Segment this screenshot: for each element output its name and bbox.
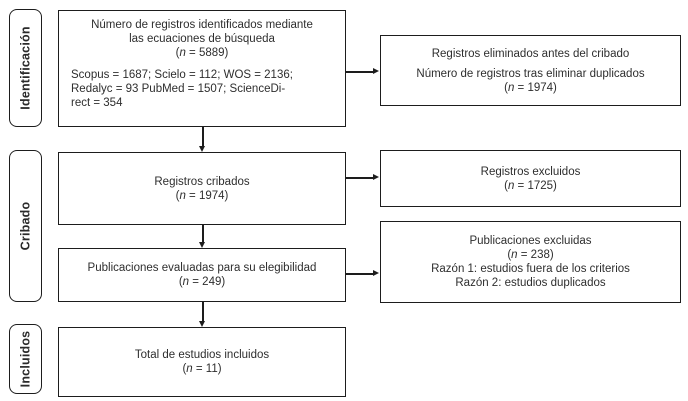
arrow-assessed-to-pubexcluded-line [346,273,373,275]
arrow-right-icon [373,174,379,180]
box-records-identified: Número de registros identificados median… [58,10,346,127]
stage-label-text: Incluidos [18,330,33,388]
stage-label-included: Incluidos [9,324,42,394]
arrow-right-icon [373,68,379,74]
n-count: (n = 1974) [175,189,229,202]
box-publications-excluded: Publicaciones excluidas (n = 238) Razón … [380,221,681,303]
arrow-identified-to-screened-line [202,127,204,146]
box-publications-assessed: Publicaciones evaluadas para su elegibil… [58,248,346,302]
arrow-down-icon [199,321,205,327]
box-text-line: las ecuaciones de búsqueda [129,33,275,45]
box-text-line: Registros cribados [154,175,250,188]
box-text-line: rect = 354 [71,97,123,109]
box-records-screened: Registros cribados (n = 1974) [58,152,346,225]
n-count: (n = 249) [178,276,226,288]
box-text-line: Registros excluidos [480,165,581,178]
stage-label-identification: Identificación [9,9,42,127]
box-text-line: Scopus = 1687; Scielo = 112; WOS = 2136; [71,69,293,81]
stage-label-text: Identificación [18,26,33,110]
box-text-line: Razón 1: estudios fuera de los criterios [431,263,630,275]
box-text-line: Publicaciones excluidas [469,235,592,247]
arrow-screened-to-assessed-line [202,225,204,242]
stage-label-screening: Cribado [9,150,42,302]
arrow-down-icon [199,242,205,248]
arrow-screened-to-excluded-line [346,177,373,179]
box-records-removed-before-screening: Registros eliminados antes del cribado N… [380,35,681,106]
n-count: (n = 11) [182,363,222,375]
box-text-line: Número de registros tras eliminar duplic… [416,67,645,80]
box-records-excluded: Registros excluidos (n = 1725) [380,150,681,207]
n-count: (n = 1725) [504,179,557,192]
box-studies-included: Total de estudios incluidos (n = 11) [58,327,346,397]
arrow-identified-to-removed-line [346,71,373,73]
box-text-line: Redalyc = 93 PubMed = 1507; ScienceDi- [71,83,286,95]
n-count: (n = 1974) [504,81,557,94]
box-text-line: Publicaciones evaluadas para su elegibil… [87,262,317,274]
n-count: (n = 238) [507,249,554,261]
arrow-right-icon [373,270,379,276]
box-text-line: Total de estudios incluidos [134,349,270,361]
box-sources-detail: Scopus = 1687; Scielo = 112; WOS = 2136;… [59,68,345,110]
arrow-down-icon [199,146,205,152]
box-text-line: Número de registros identificados median… [91,19,313,31]
box-text-line: Razón 2: estudios duplicados [455,277,606,289]
stage-label-text: Cribado [18,201,33,251]
box-text-line: Registros eliminados antes del cribado [431,47,630,60]
arrow-assessed-to-included-line [202,302,204,321]
n-count: (n = 5889) [175,47,229,59]
